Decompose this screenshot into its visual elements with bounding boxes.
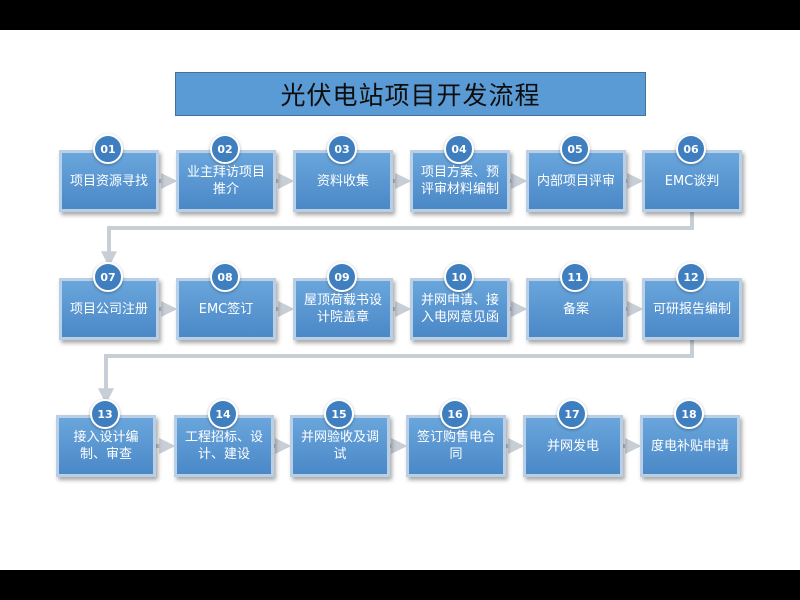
step-number-badge: 13 xyxy=(90,399,120,429)
step-box: EMC签订 xyxy=(176,278,276,340)
step-box: 并网验收及调试 xyxy=(290,415,390,477)
step-number-badge: 11 xyxy=(560,262,590,292)
step-number-badge: 07 xyxy=(93,262,123,292)
step-box: 工程招标、设计、建设 xyxy=(174,415,274,477)
connector-layer xyxy=(98,173,694,454)
step-number-badge: 02 xyxy=(210,134,240,164)
step-number-badge: 10 xyxy=(444,262,474,292)
step-number-badge: 03 xyxy=(327,134,357,164)
row-wrap-connector xyxy=(98,340,694,405)
row-wrap-connector xyxy=(101,212,694,268)
step-number-badge: 04 xyxy=(444,134,474,164)
step-box: 可研报告编制 xyxy=(642,278,742,340)
step-number-badge: 17 xyxy=(557,399,587,429)
step-number-badge: 12 xyxy=(676,262,706,292)
step-box: 项目方案、预评审材料编制 xyxy=(410,150,510,212)
flowchart-title: 光伏电站项目开发流程 xyxy=(175,72,646,116)
step-number-badge: 09 xyxy=(327,262,357,292)
step-number-badge: 01 xyxy=(93,134,123,164)
step-number-badge: 16 xyxy=(440,399,470,429)
step-number-badge: 15 xyxy=(324,399,354,429)
step-box: 并网申请、接入电网意见函 xyxy=(410,278,510,340)
step-box: 内部项目评审 xyxy=(526,150,626,212)
step-number-badge: 14 xyxy=(208,399,238,429)
step-number-badge: 08 xyxy=(210,262,240,292)
step-number-badge: 18 xyxy=(674,399,704,429)
step-number-badge: 06 xyxy=(676,134,706,164)
step-number-badge: 05 xyxy=(560,134,590,164)
